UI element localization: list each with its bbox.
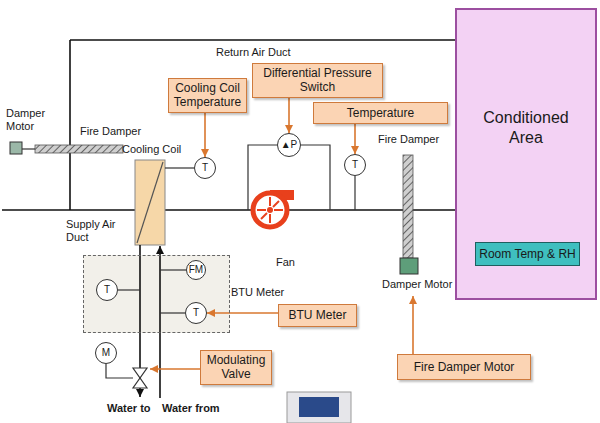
sensor-wire (160, 312, 185, 313)
fire-damper (35, 145, 123, 153)
thermostat-picture (287, 392, 351, 423)
node-text: M (102, 348, 110, 358)
fire-damper (403, 155, 413, 258)
sensor-circle: M (95, 342, 117, 364)
callout-box: Fire Damper Motor (397, 354, 531, 380)
fan-housing (253, 193, 287, 227)
node-text: BTU Meter (288, 308, 346, 322)
damper-link (22, 148, 35, 149)
pressure-tap (301, 145, 330, 210)
node-text: Differential Pressure Switch (257, 66, 378, 95)
leader-arrow (150, 368, 200, 370)
node-text: ▲P (281, 140, 298, 150)
part-label: Damper Motor (6, 107, 54, 133)
sensor-circle: T (185, 302, 207, 324)
part-label: Water to (107, 402, 151, 415)
node-text: BTU Meter (231, 286, 284, 298)
area-box: Conditioned AreaRoom Temp & RH (455, 8, 597, 300)
sensor-circle: T (96, 279, 118, 301)
sensor-wire (160, 269, 186, 270)
return-duct (70, 39, 455, 41)
part-label: Return Air Duct (216, 46, 291, 59)
leader-arrow (207, 312, 278, 314)
part-label: Cooling Coil (122, 143, 181, 156)
sensor-wire (165, 167, 194, 168)
sensor-circle: T (194, 157, 216, 179)
callout-box: Modulating Valve (200, 350, 272, 385)
sensor-wire (118, 289, 140, 290)
actuator-link (106, 364, 133, 378)
damper-motor (10, 142, 22, 154)
thermostat-screen (299, 397, 339, 417)
meter-group-fill (83, 255, 230, 333)
part-label: Supply Air Duct (66, 218, 128, 244)
sensor-circle: FM (186, 260, 206, 280)
part-label: Fire Damper (80, 125, 141, 138)
valve-symbol (133, 378, 147, 388)
sensor-circle: T (344, 154, 366, 176)
leader-arrow (354, 124, 356, 154)
cooling-coil (135, 160, 165, 245)
node-text: T (104, 285, 110, 295)
valve-symbol (133, 368, 147, 378)
node-text: T (352, 160, 358, 170)
part-label: Fire Damper (378, 133, 439, 146)
supply-duct (2, 209, 135, 211)
callout-box: BTU Meter (278, 304, 357, 327)
node-text: T (202, 163, 208, 173)
fan-blades (257, 197, 283, 223)
node-text: Conditioned Area (470, 108, 582, 148)
node-text: T (193, 308, 199, 318)
meter-group: BTU MeterFMTT (83, 255, 230, 333)
leader-arrow (288, 98, 290, 133)
callout-box: Cooling Coil Temperature (168, 78, 247, 113)
node-text: Temperature (347, 106, 414, 120)
node-text: Cooling Coil Temperature (173, 81, 242, 110)
coil-diagonal (137, 162, 163, 243)
supply-duct (288, 209, 455, 211)
return-duct-drop (69, 40, 71, 210)
water-pipe-in (159, 246, 161, 398)
node-text: Modulating Valve (205, 353, 267, 382)
node-text: Room Temp & RH (479, 247, 575, 261)
leader-arrow (204, 113, 206, 157)
node-text: FM (189, 265, 203, 275)
node-text: Fire Damper Motor (414, 360, 515, 374)
display-box: Room Temp & RH (475, 242, 580, 266)
callout-box: Temperature (313, 102, 448, 124)
sensor-wire (354, 176, 355, 210)
sensor-circle: ▲P (277, 133, 301, 157)
leader-arrow (412, 296, 414, 354)
fan-hub (267, 207, 273, 213)
damper-motor (400, 258, 418, 274)
part-label: Fan (276, 256, 295, 269)
part-label: Water from (162, 402, 220, 415)
part-label: Damper Motor (382, 278, 452, 291)
supply-duct (165, 209, 252, 211)
callout-box: Differential Pressure Switch (252, 63, 383, 98)
